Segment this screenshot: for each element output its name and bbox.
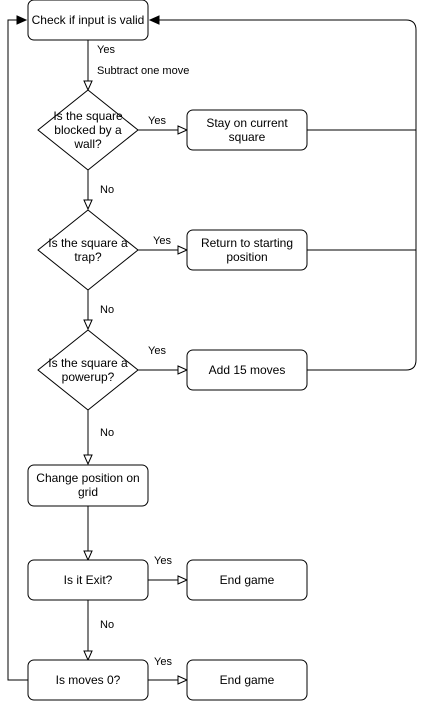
edge-label-yes-exit: Yes: [154, 555, 172, 567]
end-game-box-1: [186, 559, 308, 601]
moves0-decision-box: [27, 659, 149, 701]
change-position-label-line2: grid: [78, 485, 98, 499]
exit-decision-box: [27, 559, 149, 601]
end-game-label-2: End game: [220, 673, 275, 687]
add-moves-box: [186, 349, 308, 391]
edge-label-no-exit: No: [100, 619, 114, 631]
blocked-label-line2: blocked by a: [54, 123, 122, 137]
moves0-decision-label: Is moves 0?: [56, 673, 121, 687]
powerup-label-line2: powerup?: [62, 370, 115, 384]
edge-moves0-loop: [7, 15, 28, 681]
check-input-label: Check if input is valid: [32, 13, 145, 27]
trap-decision: [37, 209, 139, 291]
exit-decision-label: Is it Exit?: [64, 573, 113, 587]
return-start-box: [186, 229, 308, 271]
change-position-label-line1: Change position on: [36, 471, 139, 485]
edge-label-yes-check: Yes: [97, 44, 115, 56]
edge-label-yes-trap: Yes: [153, 235, 171, 247]
edge-label-no-trap: No: [100, 304, 114, 316]
return-start-label-line2: position: [226, 250, 267, 264]
add-moves-label: Add 15 moves: [209, 363, 286, 377]
blocked-label-line1: Is the square: [53, 109, 123, 123]
powerup-label-line1: Is the square a: [48, 356, 128, 370]
edge-label-no-powerup: No: [100, 427, 114, 439]
edge-label-yes-moves0: Yes: [154, 656, 172, 668]
end-game-label-1: End game: [220, 573, 275, 587]
trap-label-line1: Is the square a: [48, 236, 128, 250]
edge-label-yes-powerup: Yes: [148, 345, 166, 357]
blocked-decision: [37, 89, 139, 171]
edge-add-loop: [148, 15, 417, 371]
return-start-label-line1: Return to starting: [201, 236, 293, 250]
edge-label-no-blocked: No: [100, 184, 114, 196]
stay-label-line2: square: [229, 130, 266, 144]
edge-label-subtract: Subtract one move: [97, 65, 189, 77]
blocked-label-line3: wall?: [73, 137, 102, 151]
trap-label-line2: trap?: [74, 250, 102, 264]
powerup-decision: [37, 329, 139, 411]
end-game-box-2: [186, 659, 308, 701]
edge-label-yes-blocked: Yes: [148, 115, 166, 127]
stay-label-line1: Stay on current: [206, 116, 288, 130]
stay-box: [186, 109, 308, 151]
change-position-box: [27, 464, 149, 507]
check-input-box: [27, 0, 149, 41]
